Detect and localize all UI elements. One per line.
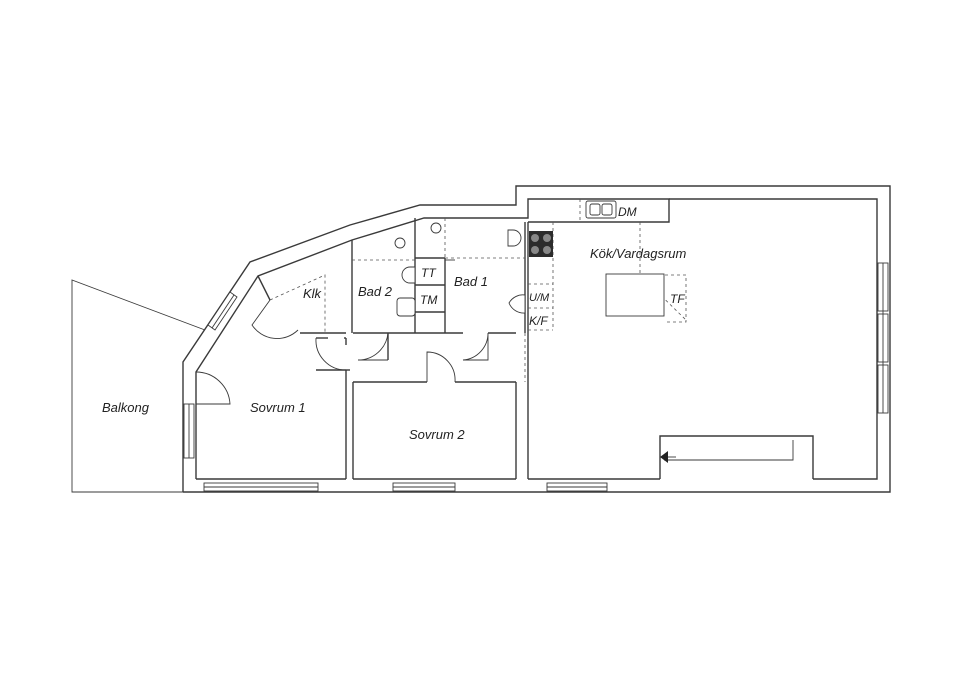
um-label: U/M [529,292,550,304]
dm-label: DM [618,205,637,219]
sovrum1-label: Sovrum 1 [250,400,306,415]
sovrum2-label: Sovrum 2 [409,427,465,442]
kf-label: K/F [529,314,548,328]
windows [183,262,889,492]
kok-vardagsrum-label: Kök/Vardagsrum [590,246,687,261]
sink-icon [508,294,526,314]
fixtures [394,200,814,479]
bad2-label: Bad 2 [358,284,393,299]
doors [195,259,489,405]
bad1-label: Bad 1 [454,274,488,289]
shower-icon [430,222,442,234]
tt-label: TT [421,266,437,280]
interior-walls [257,218,529,479]
room-labels: Balkong Sovrum 1 Sovrum 2 Bad 1 Bad 2 Kl… [102,246,687,442]
fixture-labels: TT TM DM U/M K/F TF [420,205,685,328]
sink-icon [396,297,416,317]
sofa [659,435,814,479]
toilet-icon [507,229,522,247]
toilet-icon [401,266,416,284]
tm-label: TM [420,293,437,307]
tf-label: TF [670,292,685,306]
kitchen-island [605,273,665,317]
balkong-label: Balkong [102,400,150,415]
balcony [71,279,206,493]
shower-icon [394,237,406,249]
outer-walls [182,185,891,493]
klk-label: Klk [303,286,323,301]
